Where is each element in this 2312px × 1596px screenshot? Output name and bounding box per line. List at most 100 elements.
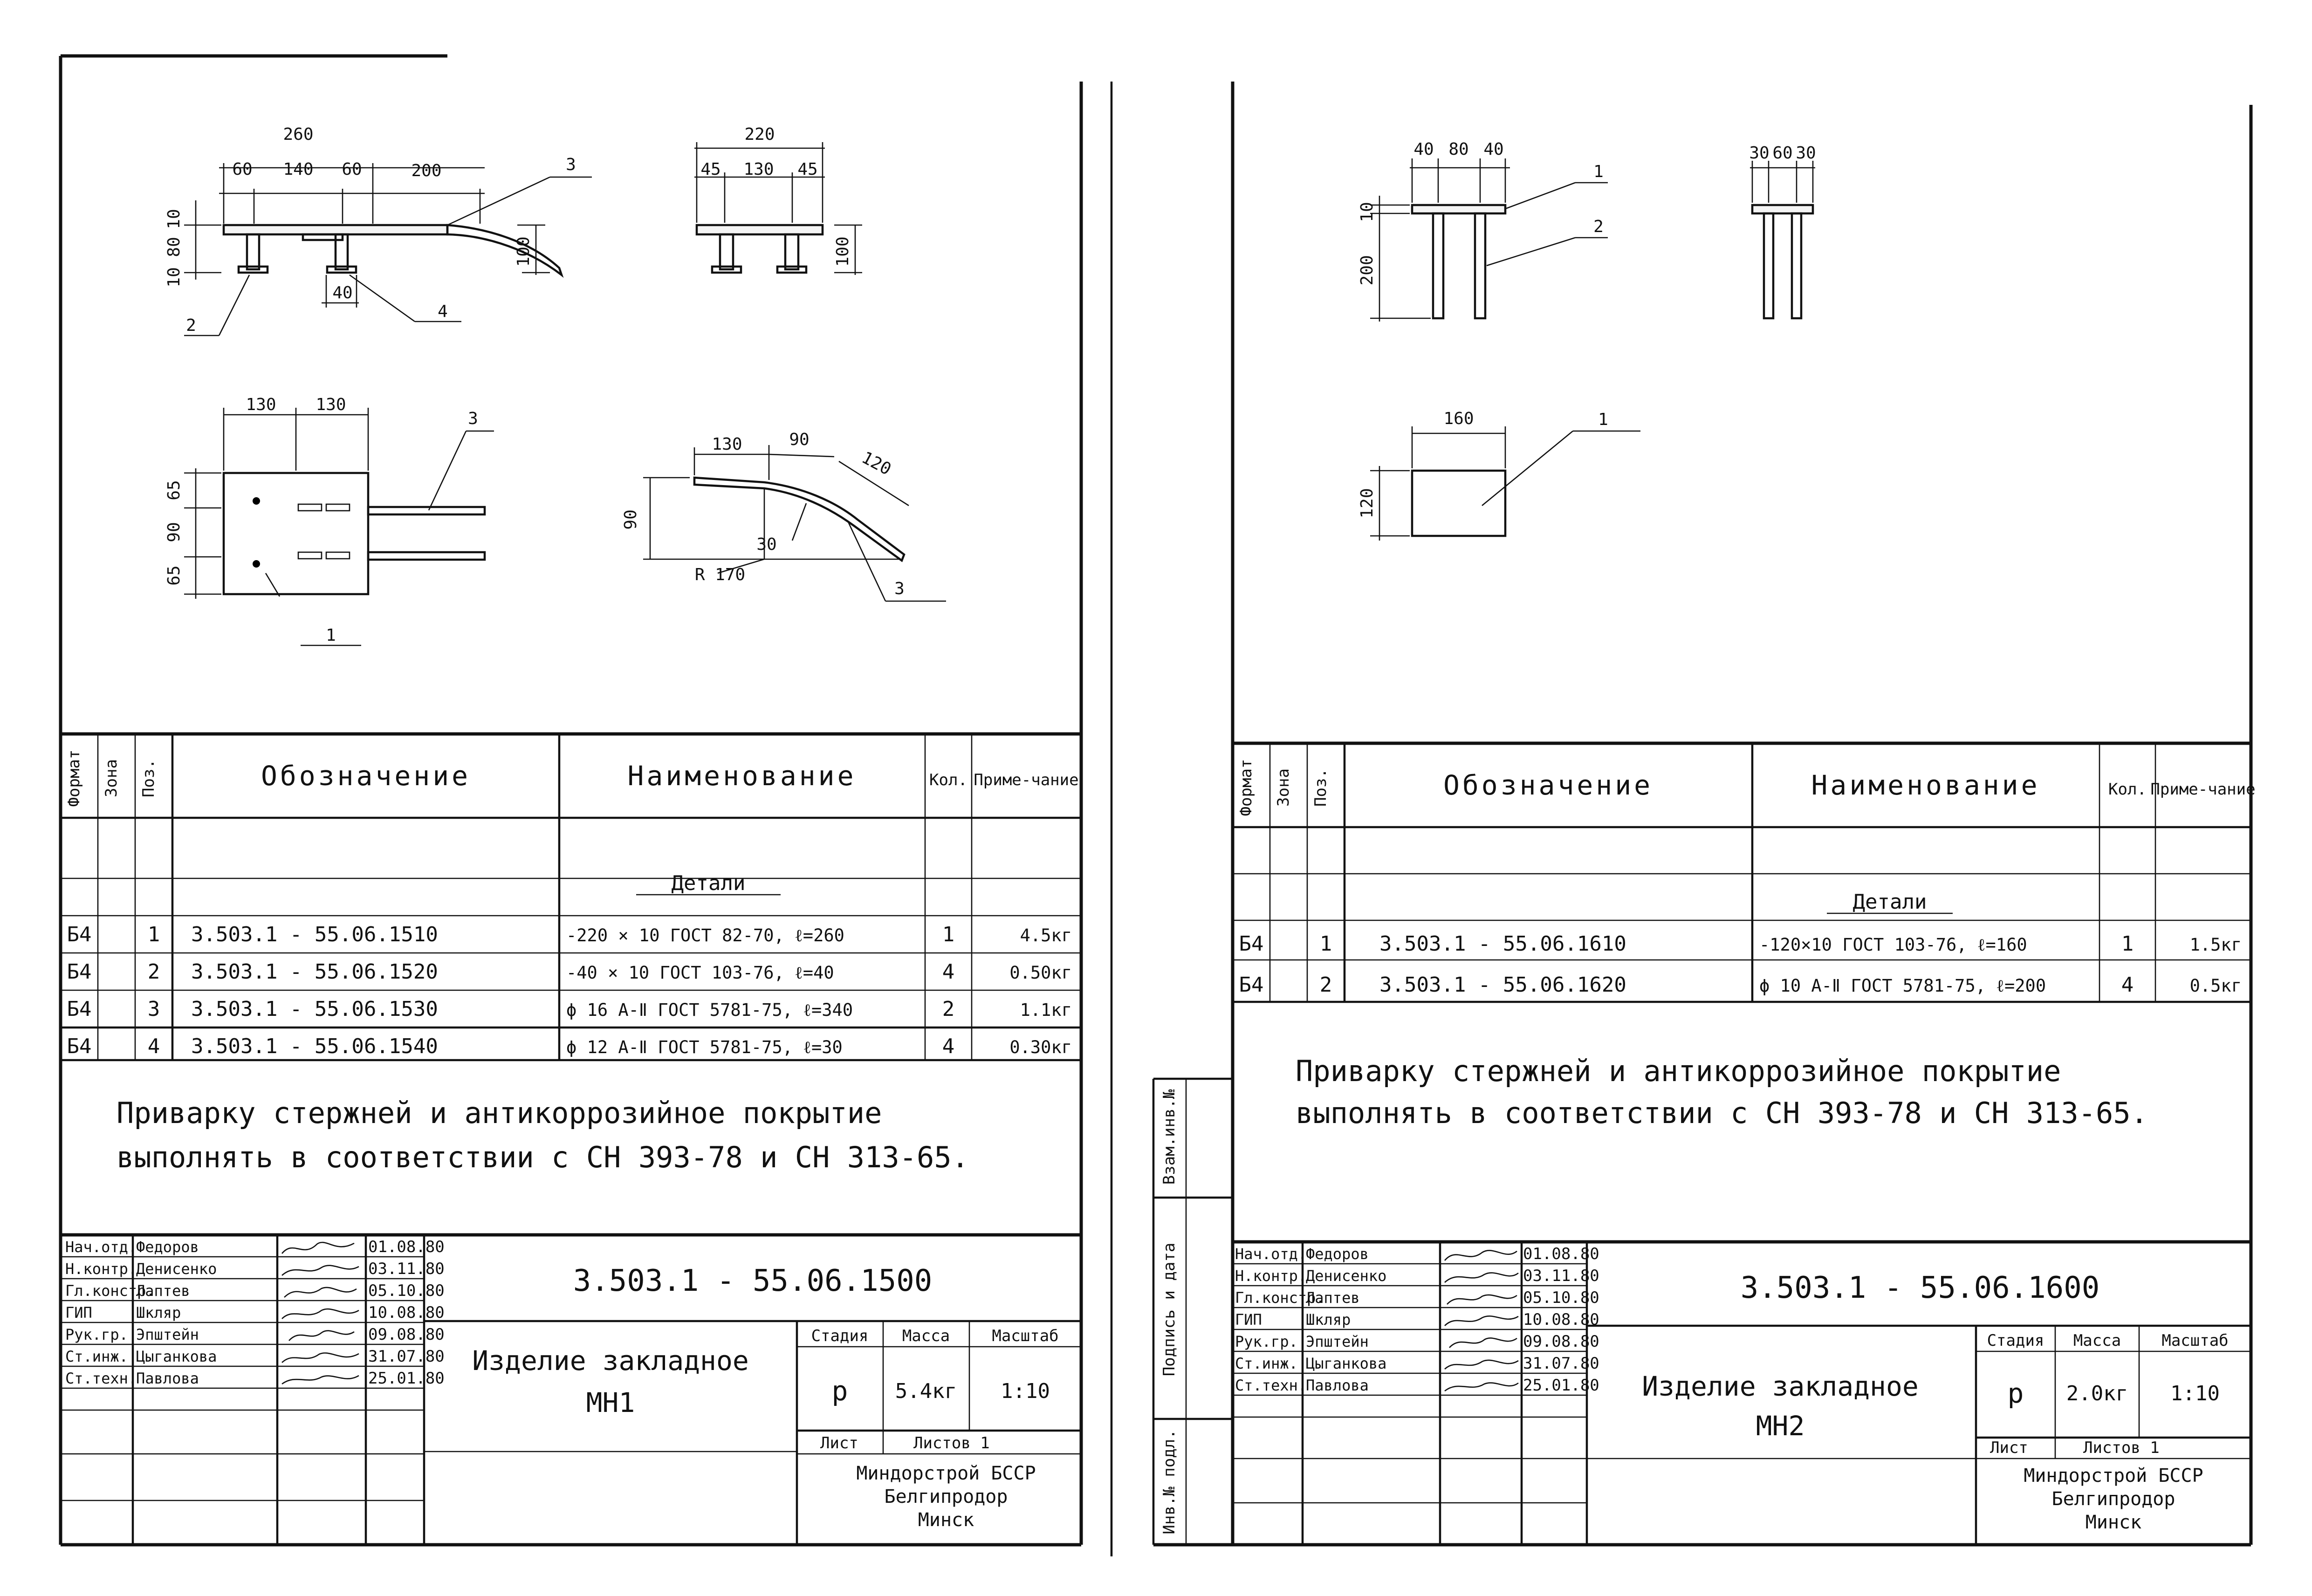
staff-name: Лаптев <box>136 1282 190 1300</box>
dim-mn2-front-v1: 10 <box>1358 202 1377 222</box>
scale-label: Масштаб <box>2161 1331 2228 1350</box>
table-row: Б4 2 3.503.1 - 55.06.1620 ϕ 10 А-Ⅱ ГОСТ … <box>1239 973 2242 997</box>
table-row: Б4 1 3.503.1 - 55.06.1510 -220 × 10 ГОСТ… <box>67 923 1072 946</box>
margin-label-sign: Подпись и дата <box>1160 1243 1179 1377</box>
staff-name: Федоров <box>136 1238 199 1256</box>
row-qty: 4 <box>942 960 955 984</box>
signature-mark <box>1444 1315 1519 1326</box>
dim-front-v2: 80 <box>165 237 184 257</box>
sheet-mn2: Инв.№ подл. Подпись и дата Взам.инв.№ 40… <box>1152 82 2256 1547</box>
mass-label: Масса <box>902 1327 950 1345</box>
section-details: Детали <box>672 871 746 895</box>
staff-row: Ст.инж. Цыганкова 31.07.80 <box>65 1347 445 1366</box>
mass-label: Масса <box>2073 1331 2121 1350</box>
dim-front-v3: 10 <box>165 267 184 287</box>
table-row: Б4 3 3.503.1 - 55.06.1530 ϕ 16 А-Ⅱ ГОСТ … <box>67 997 1072 1021</box>
staff-role: Нач.отд. <box>1235 1245 1307 1263</box>
staff-role: Нач.отд. <box>65 1238 137 1256</box>
staff-date: 09.08.80 <box>368 1325 445 1344</box>
mn2-plan-view <box>1370 426 1640 541</box>
dim-bar-a: 130 <box>712 435 742 454</box>
staff-role: ГИП <box>65 1304 92 1322</box>
margin-label-repl: Взам.инв.№ <box>1160 1089 1179 1185</box>
row-qty: 2 <box>942 997 955 1021</box>
row-name: -220 × 10 ГОСТ 82-70, ℓ=260 <box>566 925 844 945</box>
doc-mark: МН2 <box>1756 1410 1805 1442</box>
sheet-mn1: 260 60 140 60 200 10 80 10 100 40 3 2 4 <box>59 54 1083 1547</box>
row-note: 0.5кг <box>2190 976 2242 996</box>
row-qty: 4 <box>2121 973 2134 997</box>
dim-bar-b: 90 <box>789 430 809 449</box>
row-format: Б4 <box>67 997 92 1021</box>
staff-date: 10.08.80 <box>368 1303 445 1322</box>
col-zone: Зона <box>1274 768 1293 807</box>
col-designation: Обозначение <box>261 760 471 792</box>
mn1-title-block-grid <box>61 1233 1081 1545</box>
dim-side-h: 100 <box>833 236 852 267</box>
sheets-count: Листов 1 <box>913 1434 990 1452</box>
dim-bar-h: 90 <box>621 509 640 529</box>
row-format: Б4 <box>67 923 92 946</box>
signature-mark <box>1444 1359 1519 1370</box>
dim-front-total: 260 <box>283 125 313 144</box>
doc-code: 3.503.1 - 55.06.1600 <box>1741 1271 2100 1305</box>
signature-mark <box>1447 1294 1517 1305</box>
dim-bar-c: 120 <box>858 448 894 479</box>
row-note: 1.1кг <box>1020 1000 1072 1020</box>
row-designation: 3.503.1 - 55.06.1610 <box>1379 932 1626 956</box>
col-format: Формат <box>1237 759 1255 816</box>
row-name: -40 × 10 ГОСТ 103-76, ℓ=40 <box>566 963 834 983</box>
row-qty: 1 <box>2121 932 2134 956</box>
dim-mn2-side-a: 30 <box>1749 144 1769 163</box>
dim-side-a: 45 <box>700 160 720 179</box>
staff-row: Нач.отд. Федоров 01.08.80 <box>65 1238 445 1256</box>
dim-front-x: 40 <box>332 283 352 302</box>
dim-mn2-side-b: 60 <box>1772 144 1792 163</box>
dim-side-c: 45 <box>797 160 817 179</box>
leader-3c: 3 <box>894 579 905 598</box>
table-row: Б4 2 3.503.1 - 55.06.1520 -40 × 10 ГОСТ … <box>67 960 1072 984</box>
col-name: Наименование <box>627 760 856 792</box>
row-name: ϕ 12 А-Ⅱ ГОСТ 5781-75, ℓ=30 <box>566 1037 843 1057</box>
signature-mark <box>1444 1382 1519 1392</box>
signature-mark <box>281 1308 359 1319</box>
row-qty: 4 <box>942 1034 955 1058</box>
mn1-front-view <box>184 163 592 336</box>
signature-mark <box>281 1352 359 1363</box>
org-line-2: Белгипродор <box>2052 1488 2175 1510</box>
row-pos: 4 <box>148 1034 160 1058</box>
scale-value: 1:10 <box>2170 1382 2220 1405</box>
dim-mn2-plan-h: 120 <box>1358 488 1377 518</box>
staff-row: Н.контр. Денисенко 03.11.80 <box>1235 1267 1599 1285</box>
staff-row: Ст.инж. Цыганкова 31.07.80 <box>1235 1354 1599 1373</box>
staff-name: Шкляр <box>136 1304 181 1322</box>
margin-label-inv: Инв.№ подл. <box>1160 1429 1179 1534</box>
dim-bar-angle: 30 <box>756 535 776 554</box>
doc-code: 3.503.1 - 55.06.1500 <box>573 1264 933 1298</box>
row-pos: 2 <box>1320 973 1332 997</box>
row-designation: 3.503.1 - 55.06.1530 <box>191 997 438 1021</box>
mn1-plan-view <box>184 408 494 646</box>
row-name: ϕ 16 А-Ⅱ ГОСТ 5781-75, ℓ=340 <box>566 1000 853 1020</box>
row-format: Б4 <box>67 1034 92 1058</box>
stage-label: Стадия <box>1987 1331 2044 1350</box>
signature-mark <box>1444 1272 1519 1283</box>
stage-label: Стадия <box>811 1327 869 1345</box>
mn2-side-view <box>1750 161 1815 320</box>
staff-name: Павлова <box>1306 1377 1369 1394</box>
table-row: Б4 1 3.503.1 - 55.06.1610 -120×10 ГОСТ 1… <box>1239 932 2242 956</box>
note-line-2: выполнять в соответствии с СН 393-78 и С… <box>117 1140 969 1174</box>
row-name: -120×10 ГОСТ 103-76, ℓ=160 <box>1759 935 2027 955</box>
staff-row: Н.контр. Денисенко 03.11.80 <box>65 1260 445 1278</box>
col-qty: Кол. <box>929 771 967 789</box>
col-name: Наименование <box>1811 769 2040 801</box>
staff-row: Ст.техн. Павлова 25.01.80 <box>1235 1376 1599 1395</box>
staff-row: ГИП Шкляр 10.08.80 <box>1235 1310 1599 1329</box>
staff-role: Ст.инж. <box>65 1348 128 1365</box>
mn2-title-block-grid <box>1233 1240 2251 1545</box>
row-designation: 3.503.1 - 55.06.1510 <box>191 923 438 946</box>
staff-name: Федоров <box>1306 1245 1369 1263</box>
dim-mn2-front-a: 40 <box>1413 140 1434 159</box>
signature-mark <box>281 1241 355 1254</box>
